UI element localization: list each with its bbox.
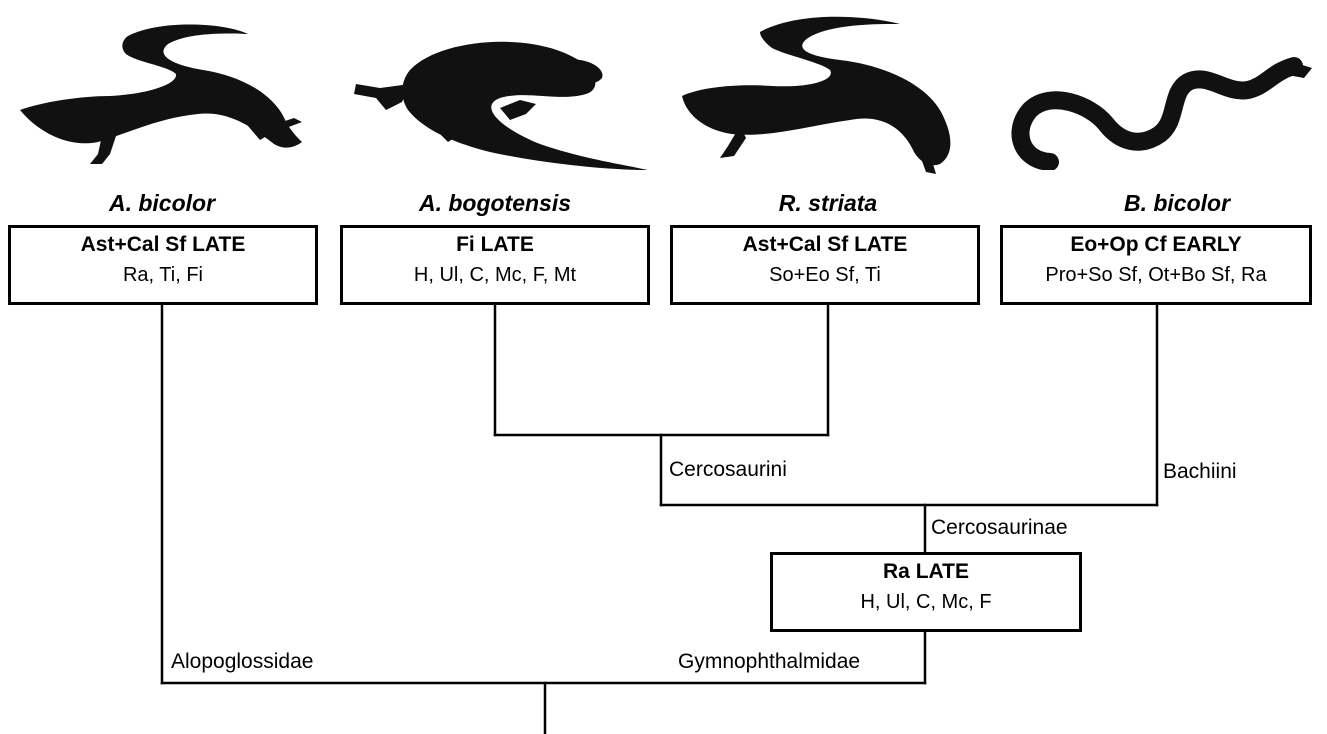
species-name-a-bicolor: A. bicolor bbox=[62, 190, 262, 217]
character-box-a-bicolor: Ast+Cal Sf LATE Ra, Ti, Fi bbox=[8, 225, 318, 305]
character-box-gymnophthalmidae-node: Ra LATE H, Ul, C, Mc, F bbox=[770, 552, 1082, 632]
box-body: H, Ul, C, Mc, F bbox=[773, 590, 1079, 614]
box-title: Ast+Cal Sf LATE bbox=[673, 233, 977, 257]
clade-label-alopoglossidae: Alopoglossidae bbox=[171, 650, 313, 674]
box-body: Pro+So Sf, Ot+Bo Sf, Ra bbox=[1003, 263, 1309, 287]
clade-label-bachiini: Bachiini bbox=[1163, 460, 1237, 484]
clade-label-gymnophthalmidae: Gymnophthalmidae bbox=[678, 650, 860, 674]
lizard-silhouette-a-bogotensis bbox=[350, 28, 650, 173]
character-box-b-bicolor: Eo+Op Cf EARLY Pro+So Sf, Ot+Bo Sf, Ra bbox=[1000, 225, 1312, 305]
clade-label-cercosaurini: Cercosaurini bbox=[669, 458, 787, 482]
lizard-silhouette-a-bicolor bbox=[18, 14, 308, 174]
box-title: Ast+Cal Sf LATE bbox=[11, 233, 315, 257]
species-name-r-striata: R. striata bbox=[720, 190, 936, 217]
box-body: H, Ul, C, Mc, F, Mt bbox=[343, 263, 647, 287]
box-title: Eo+Op Cf EARLY bbox=[1003, 233, 1309, 257]
box-body: Ra, Ti, Fi bbox=[11, 263, 315, 287]
box-title: Ra LATE bbox=[773, 560, 1079, 584]
species-name-a-bogotensis: A. bogotensis bbox=[370, 190, 620, 217]
snake-like-lizard-silhouette-b-bicolor bbox=[1010, 30, 1315, 170]
character-box-r-striata: Ast+Cal Sf LATE So+Eo Sf, Ti bbox=[670, 225, 980, 305]
box-body: So+Eo Sf, Ti bbox=[673, 263, 977, 287]
lizard-silhouette-r-striata bbox=[680, 6, 980, 186]
box-title: Fi LATE bbox=[343, 233, 647, 257]
species-name-b-bicolor: B. bicolor bbox=[1057, 190, 1297, 217]
clade-label-cercosaurinae: Cercosaurinae bbox=[931, 516, 1068, 540]
character-box-a-bogotensis: Fi LATE H, Ul, C, Mc, F, Mt bbox=[340, 225, 650, 305]
